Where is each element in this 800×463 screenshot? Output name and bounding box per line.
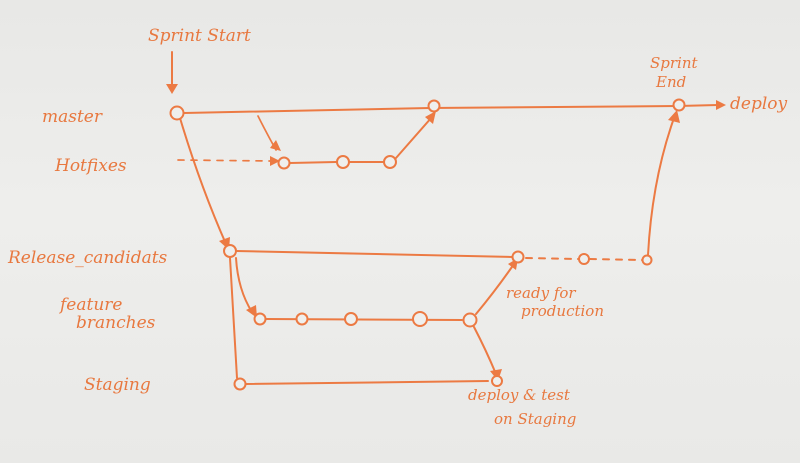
staging-label: Staging — [84, 375, 151, 395]
release-to-master-arrowhead — [668, 110, 680, 123]
hotfixes-label: Hotfixes — [54, 156, 127, 176]
master-line — [183, 104, 719, 114]
feature-node-2 — [295, 312, 309, 326]
master-to-hotfix-arrowhead — [270, 140, 281, 151]
master-to-release-branch — [179, 117, 227, 245]
master-start-node — [169, 105, 185, 121]
release-to-staging-line — [229, 257, 238, 379]
master-label: master — [42, 107, 103, 127]
ready-for-production-line1: ready for — [506, 284, 576, 302]
feature-to-staging-line — [473, 326, 497, 375]
release-dashed-line — [525, 257, 643, 261]
release-node-4 — [641, 254, 653, 266]
feature-node-1 — [253, 312, 267, 326]
sprint-start-label: Sprint Start — [148, 26, 251, 46]
release-to-feature-arrowhead — [246, 305, 257, 318]
staging-node-end — [491, 375, 503, 387]
feature-node-4 — [412, 311, 428, 327]
release-to-master-line — [647, 117, 675, 256]
ready-for-production-line2: production — [521, 302, 604, 320]
hotfix-merge-arrowhead — [425, 111, 436, 124]
deploy-arrowhead — [716, 100, 726, 110]
deploy-test-line2: on Staging — [494, 410, 576, 428]
hotfix-line — [289, 161, 385, 164]
feature-to-release-line — [475, 263, 515, 315]
release-candidates-label: Release_candidats — [7, 248, 168, 268]
hotfix-merge-line — [395, 116, 433, 159]
staging-node-start — [233, 377, 247, 391]
feature-line — [265, 318, 463, 321]
feature-node-3 — [344, 312, 358, 326]
hotfix-dotted-line — [177, 159, 273, 162]
release-node-merge — [511, 250, 525, 264]
release-node-start — [223, 244, 237, 258]
feature-branches-label-line1: feature — [58, 295, 122, 315]
sprint-start-arrowhead — [166, 84, 178, 94]
hotfix-node-3 — [383, 155, 397, 169]
sprint-end-node — [672, 98, 686, 112]
staging-line — [245, 380, 489, 385]
sprint-end-label-line2: End — [655, 73, 686, 91]
feature-branches-label-line2: branches — [76, 313, 156, 333]
deploy-label: deploy — [730, 94, 787, 114]
hotfix-node-2 — [336, 155, 350, 169]
sprint-end-label-line1: Sprint — [650, 54, 699, 72]
release-to-feature-branch — [235, 257, 253, 313]
feature-node-5 — [462, 312, 478, 328]
hotfix-arrowhead — [270, 156, 280, 166]
release-line — [235, 250, 513, 258]
hotfix-node-1 — [277, 156, 291, 170]
deploy-test-line1: deploy & test — [468, 386, 571, 404]
master-merge-node — [427, 99, 441, 113]
release-node-3 — [578, 253, 590, 265]
